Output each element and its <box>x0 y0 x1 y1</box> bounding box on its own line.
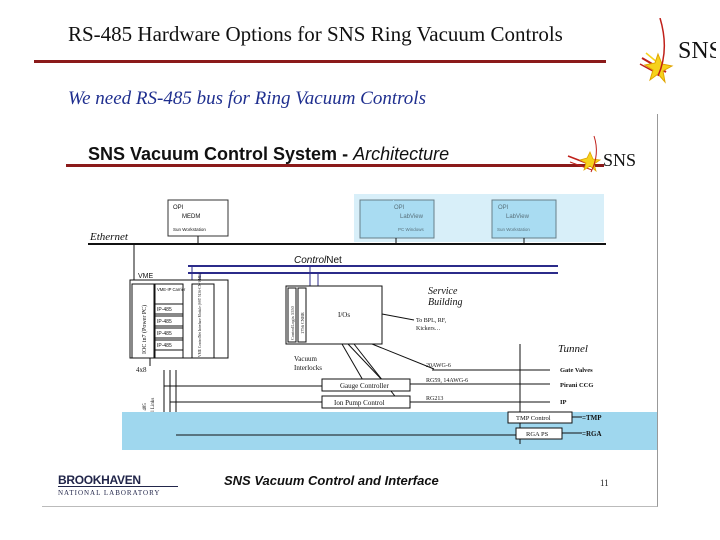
svg-text:IP-485: IP-485 <box>157 343 172 349</box>
service-building-label: Building <box>428 297 462 308</box>
rga-ps-label: RGA PS <box>526 431 549 438</box>
controlnet-line <box>188 272 558 274</box>
opi-panel <box>354 194 604 242</box>
opi-app: LabView <box>506 214 530 220</box>
rs485-label: Serial Links <box>151 398 156 422</box>
opi-title: OPI <box>173 205 184 211</box>
device-gate-valves: Gate Valves <box>560 367 593 374</box>
device-ip: IP <box>560 399 567 406</box>
service-kickers-label: Kickers… <box>416 326 441 332</box>
service-arrow <box>381 313 415 321</box>
diagram-sns-logo: SNS <box>567 135 636 173</box>
bnl-logo-sub: NATIONAL LABORATORY <box>58 489 160 497</box>
diagram-footer-caption: SNS Vacuum Control and Interface <box>224 473 439 488</box>
rs485-label: RS 485 <box>143 403 148 418</box>
ip485-slot: IP-485 <box>154 339 184 351</box>
svg-text:IP-485: IP-485 <box>157 319 172 325</box>
interlock-line <box>341 343 365 383</box>
ip485-slot: IP-485 <box>154 327 184 339</box>
opi-box-labview-pc: OPI LabView PC Windows <box>359 199 435 239</box>
ion-pump-control-label: Ion Pump Control <box>334 399 385 407</box>
ethernet-line <box>88 243 606 245</box>
service-to-label: To BPL, RF, <box>416 318 447 324</box>
opi-box-labview-sun: OPI LabView Sun Workstation <box>491 199 557 239</box>
architecture-diagram: SNS Vacuum Control System - Architecture… <box>42 114 658 507</box>
vme-label: VME <box>138 273 154 280</box>
opi-host: PC Windows <box>398 227 425 232</box>
opi-app: LabView <box>400 214 424 220</box>
logo-arc <box>657 18 665 77</box>
device-rga: =RGA <box>582 430 602 438</box>
diagram-logo-text: SNS <box>603 150 636 170</box>
logo-text: SNS <box>678 38 716 64</box>
opi-host: Sun Workstation <box>497 227 530 232</box>
svg-text:IP-485: IP-485 <box>157 331 172 337</box>
vacuum-interlocks-label: Vacuum <box>294 355 317 363</box>
device-pirani-ccg: Pirani CCG <box>560 382 593 389</box>
cable-rg59-label: RG59, 14AWG-6 <box>426 378 468 384</box>
plc-cnbr-label: 1756 CNBR <box>300 312 305 334</box>
opi-box-medm: OPI MEDM Sun Workstation <box>167 199 229 237</box>
svg-text:IP-485: IP-485 <box>157 307 172 313</box>
slide-title: RS-485 Hardware Options for SNS Ring Vac… <box>68 22 563 46</box>
plc-cnbr <box>297 287 307 343</box>
plc-ios-label: I/Os <box>338 311 350 319</box>
plc-controllogix <box>287 287 297 343</box>
ip485-slot: IP-485 <box>154 303 184 315</box>
ethernet-label: Ethernet <box>89 231 129 243</box>
page-number: 11 <box>600 478 609 488</box>
opi-title: OPI <box>394 205 405 211</box>
interlock-line <box>347 343 385 383</box>
cable-20awg-label: 20AWG-6 <box>426 363 451 369</box>
tunnel-band <box>122 412 657 450</box>
gauge-controller-label: Gauge Controller <box>340 382 389 390</box>
vacuum-interlocks-label: Interlocks <box>294 364 322 372</box>
interlock-line <box>353 343 399 401</box>
tunnel-label: Tunnel <box>558 343 588 355</box>
controlnet-line <box>188 265 558 267</box>
service-building-label: Service <box>428 286 458 297</box>
four-x8-label: 4x8 <box>136 366 147 374</box>
opi-host: Sun Workstation <box>173 227 206 232</box>
cable-rg213-label: RG213 <box>426 396 443 402</box>
sns-logo: SNS <box>639 18 716 84</box>
diagram-heading: SNS Vacuum Control System - Architecture <box>88 144 449 164</box>
subtitle: We need RS-485 bus for Ring Vacuum Contr… <box>68 88 426 109</box>
title-rule <box>34 60 606 63</box>
bnl-logo-name: BROOKHAVEN <box>58 473 141 487</box>
vme-ip-carrier-label: VME-IP Carrier <box>157 287 186 292</box>
ioc-label: IOC in7 (Power PC) <box>141 305 148 354</box>
ioc-board <box>131 283 155 359</box>
device-tmp: =TMP <box>582 414 602 422</box>
gauge-controller-box <box>321 378 411 392</box>
opi-app: MEDM <box>182 214 200 220</box>
opi-title: OPI <box>498 205 509 211</box>
interlock-line <box>371 343 435 370</box>
bnl-logo-rule <box>58 486 178 487</box>
tmp-control-label: TMP Control <box>516 415 551 422</box>
vme-controlnet-label: VME ControlNet Interface Module (SST 513… <box>198 273 202 357</box>
vme-controlnet-module <box>191 283 215 359</box>
controlnet-label: ControlNet <box>294 255 342 266</box>
ip485-slot: IP-485 <box>154 315 184 327</box>
logo-star <box>643 52 674 84</box>
plc-controllogix-label: ControlLogix 5550 <box>290 305 295 340</box>
heading-rule <box>66 164 604 167</box>
